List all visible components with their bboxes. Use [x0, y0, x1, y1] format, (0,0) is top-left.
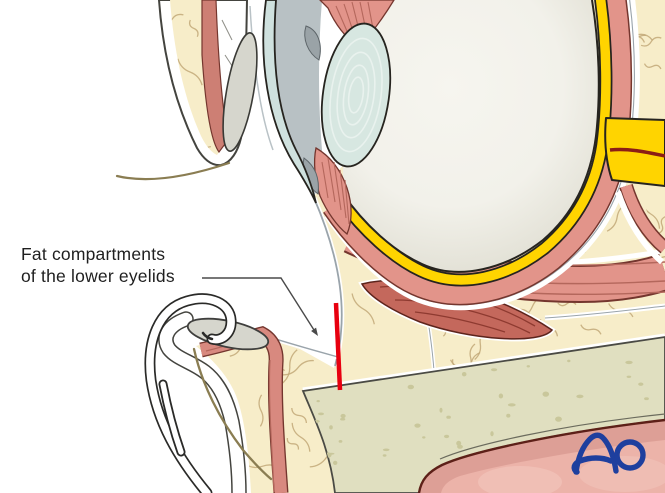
periocular-muscle-band: [323, 0, 633, 306]
fat-texture-line: [170, 13, 184, 25]
conjunctiva-upper: [249, 5, 274, 151]
fat-texture-line: [286, 437, 300, 450]
bone-stipple-dot: [576, 394, 584, 399]
bone-stipple-dot: [407, 384, 414, 390]
central-retinal-vessel: [609, 147, 665, 158]
arrowhead-icon: [311, 327, 318, 336]
bone-stipple-dot: [340, 413, 346, 419]
cornea: [262, 0, 317, 204]
bone-stipple-dot: [439, 407, 443, 413]
lower-eyelid-skin: [159, 312, 246, 493]
optic-nerve: [604, 117, 665, 187]
annotation-label-line2: of the lower eyelids: [21, 266, 175, 286]
sinus-rim-line: [417, 418, 665, 493]
bone-stipple-dot: [555, 416, 562, 422]
bone-stipple-dot: [422, 436, 426, 439]
bone-stipple-dot: [491, 368, 498, 372]
bone-stipple-dot: [567, 359, 571, 363]
lower-eyelash: [192, 347, 273, 481]
annotation-label: Fat compartments of the lower eyelids: [21, 243, 221, 287]
ao-logo: AO: [571, 432, 646, 475]
logo-letter-o: [614, 439, 646, 471]
retractor-slot: [160, 381, 184, 455]
sclera-band: [335, 0, 613, 287]
bone-stipple-dot: [382, 448, 390, 452]
fat-texture-line: [205, 397, 211, 420]
leader-line: [202, 277, 318, 336]
retractor-tip: [201, 331, 214, 341]
bone-stipple-dot: [338, 440, 343, 443]
bone-stipple-dot: [446, 415, 451, 419]
iridocorneal-angle-upper: [304, 25, 321, 61]
bone-stipple-dot: [506, 413, 511, 418]
fat-texture-line: [631, 28, 654, 41]
bone-stipple-dot: [626, 375, 632, 378]
bone-stipple-dot: [461, 372, 467, 377]
logo-letter-a-bar: [571, 455, 614, 475]
bone-stipple-dot: [316, 400, 320, 403]
fat-texture-line: [640, 36, 662, 47]
fat-texture-line: [207, 450, 216, 469]
bone-stipple-dot: [444, 434, 450, 439]
bone-stipple-dot: [414, 423, 421, 428]
bone-stipple-dot: [498, 393, 504, 399]
fat-texture-line: [281, 349, 298, 384]
bone-stipple-dot: [382, 454, 387, 457]
fat-texture-line: [282, 359, 314, 376]
bone-stipple-dot: [318, 412, 324, 416]
bone-stipple-dot: [490, 431, 494, 437]
eyeball: [342, 0, 600, 273]
fat-texture-line: [291, 407, 308, 424]
fat-texture-line: [643, 63, 662, 70]
bone-stipple-dot: [638, 382, 644, 386]
fat-texture-line: [177, 58, 203, 86]
bone-stipple-dot: [526, 365, 530, 368]
bone-cortical-line: [439, 413, 665, 460]
bone-stipple-dot: [329, 425, 333, 430]
fat-texture-line: [351, 293, 375, 325]
annotation-label-line1: Fat compartments: [21, 244, 166, 264]
bone-stipple-dot: [333, 460, 338, 465]
lens: [320, 22, 392, 168]
fat-texture-line: [580, 324, 602, 335]
tarsal-plate-upper: [222, 32, 258, 152]
upper-eyelash: [115, 161, 231, 181]
fat-texture-line: [291, 422, 311, 452]
fat-texture-line: [170, 129, 177, 140]
bone-stipple-dot: [644, 397, 649, 401]
fat-texture-line: [188, 19, 199, 38]
bone-stipple-dot: [340, 417, 346, 421]
fat-texture-line: [658, 216, 665, 234]
muscle-below-nerve: [615, 183, 665, 265]
upper-eyelid: [115, 0, 274, 181]
marking-line: [333, 302, 343, 391]
retractor-instrument: [144, 293, 237, 493]
fat-texture-line: [258, 394, 264, 427]
logo-letter-a: [573, 432, 619, 475]
bone-stipple-dot: [456, 440, 462, 446]
bone-stipple-dot: [542, 391, 550, 397]
bone-stipple-dot: [625, 360, 633, 365]
bone-stipple-dot: [507, 403, 516, 407]
